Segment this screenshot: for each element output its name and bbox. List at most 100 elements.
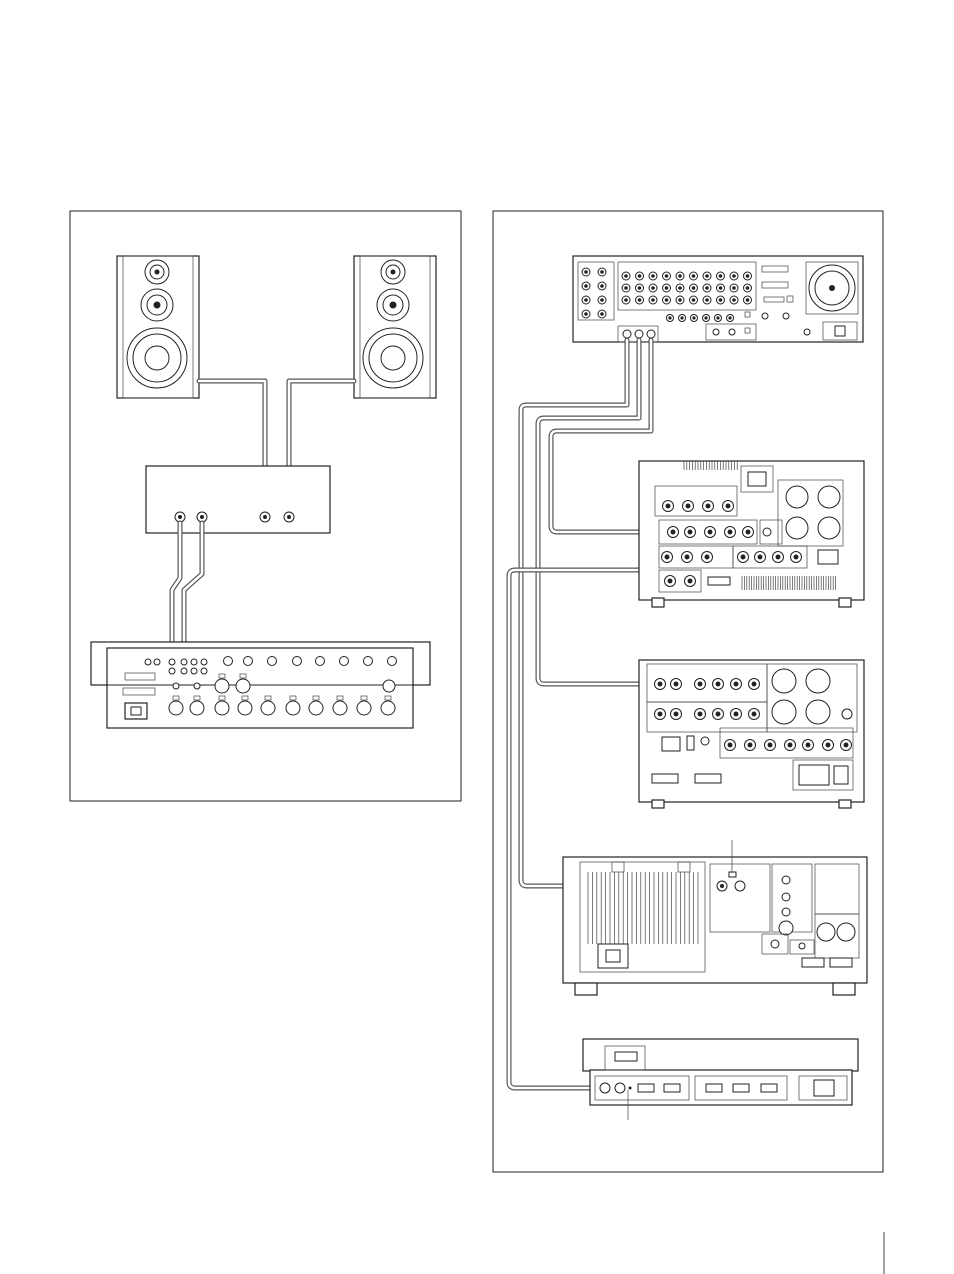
audio-mixer [91, 642, 430, 728]
bnc-connector-pin [704, 316, 707, 319]
bnc-connector-pin [708, 530, 713, 535]
bnc-connector-pin [658, 682, 663, 687]
bnc-connector-pin [692, 274, 696, 278]
mixer-knob [224, 657, 233, 666]
xlr-connector [309, 701, 323, 715]
xlr-connector [357, 701, 371, 715]
bnc-connector-pin [732, 274, 736, 278]
bnc-connector-pin [584, 312, 588, 316]
bnc-connector-pin [716, 712, 721, 717]
xlr-connector [381, 701, 395, 715]
bnc-connector-pin [706, 504, 711, 509]
bnc-connector-pin [686, 504, 691, 509]
bnc-connector-pin [746, 298, 750, 302]
mixer-knob [340, 657, 349, 666]
amp-to-mixer-cables [172, 523, 202, 661]
mixer-knob [316, 657, 325, 666]
speaker-left [117, 256, 199, 398]
mixer-knob [388, 657, 397, 666]
bnc-connector-pin [806, 743, 811, 748]
bnc-connector-pin [705, 298, 709, 302]
xlr-connector [169, 701, 183, 715]
bnc-connector-pin [794, 555, 799, 560]
bnc-connector-pin [668, 316, 671, 319]
bnc-connector-pin [624, 298, 628, 302]
bnc-connector-pin [705, 274, 709, 278]
xlr-connector [238, 701, 252, 715]
bnc-connector-pin [584, 270, 588, 274]
bnc-connector-pin [665, 286, 669, 290]
bnc-connector-pin [698, 682, 703, 687]
xlr-connector [333, 701, 347, 715]
bnc-connector-pin [734, 712, 739, 717]
bnc-connector-pin [732, 286, 736, 290]
mixer-knob [293, 657, 302, 666]
bnc-connector-pin [638, 298, 642, 302]
xlr-connector [236, 679, 250, 693]
bnc-connector-pin [668, 579, 673, 584]
bnc-connector-pin [665, 555, 670, 560]
bnc-connector-pin [638, 274, 642, 278]
controller-unit [583, 1039, 858, 1120]
bnc-connector-pin [658, 712, 663, 717]
bnc-connector-pin [705, 555, 710, 560]
bnc-connector-pin [680, 316, 683, 319]
bnc-connector-pin [666, 504, 671, 509]
bnc-connector-pin [584, 298, 588, 302]
bnc-connector-pin [719, 298, 723, 302]
bnc-connector-pin [748, 743, 753, 748]
speaker-right [354, 256, 436, 398]
bnc-connector-pin [732, 298, 736, 302]
bnc-connector-pin [746, 274, 750, 278]
bnc-connector-pin [788, 743, 793, 748]
bnc-connector-pin [758, 555, 763, 560]
bnc-connector-pin [688, 579, 693, 584]
bnc-connector-pin [728, 743, 733, 748]
bnc-connector-pin [624, 286, 628, 290]
bnc-connector-pin [719, 274, 723, 278]
bnc-connector-pin [726, 504, 731, 509]
bnc-connector-pin [692, 298, 696, 302]
bnc-connector-pin [651, 274, 655, 278]
mixer-jack [194, 683, 200, 689]
bnc-connector-pin [746, 286, 750, 290]
bnc-connector-pin [665, 298, 669, 302]
bnc-connector-pin [776, 555, 781, 560]
bnc-connector-pin [688, 530, 693, 535]
video-recorder-2 [639, 660, 864, 808]
xlr-connector [261, 701, 275, 715]
bnc-connector-pin [674, 712, 679, 717]
bnc-connector-pin [651, 286, 655, 290]
bnc-connector-pin [600, 284, 604, 288]
bnc-connector-pin [678, 298, 682, 302]
mixer-knob [244, 657, 253, 666]
video-switcher [573, 256, 863, 342]
bnc-connector-pin [692, 316, 695, 319]
bnc-connector-pin [844, 743, 849, 748]
bnc-connector-pin [665, 274, 669, 278]
bnc-connector-pin [624, 274, 628, 278]
bnc-connector-pin [638, 286, 642, 290]
bnc-connector-pin [716, 682, 721, 687]
monitor-unit [563, 840, 867, 995]
bnc-connector-pin [692, 286, 696, 290]
mixer-knob [364, 657, 373, 666]
xlr-connector [190, 701, 204, 715]
bnc-connector-pin [741, 555, 746, 560]
bnc-connector-pin [651, 298, 655, 302]
bnc-connector-pin [678, 286, 682, 290]
bnc-connector-pin [671, 530, 676, 535]
video-recorder-1 [639, 461, 864, 607]
xlr-connector [215, 701, 229, 715]
bnc-connector-pin [728, 316, 731, 319]
bnc-connector-pin [584, 284, 588, 288]
bnc-connector-pin [728, 530, 733, 535]
bnc-connector-pin [674, 682, 679, 687]
mixer-knob [268, 657, 277, 666]
bnc-connector-pin [768, 743, 773, 748]
bnc-connector-pin [716, 316, 719, 319]
bnc-connector-pin [752, 712, 757, 717]
bnc-connector-pin [734, 682, 739, 687]
mixer-jack [173, 683, 179, 689]
